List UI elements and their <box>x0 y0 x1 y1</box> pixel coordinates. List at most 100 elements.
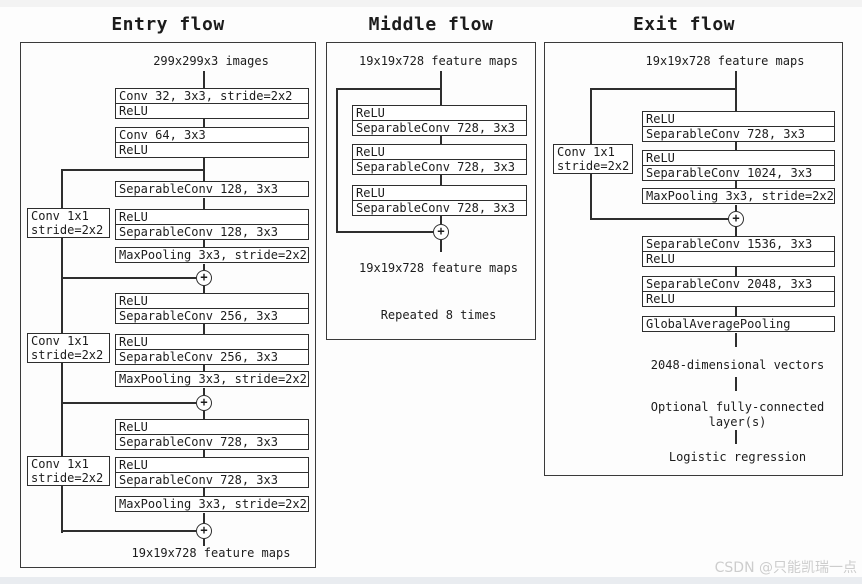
skip-merge-line <box>61 402 196 404</box>
skip-conv-box-1: Conv 1x1 stride=2x2 <box>27 208 110 238</box>
layer-box-maxpool-3: MaxPooling 3x3, stride=2x2 <box>115 496 309 512</box>
connector-line <box>735 142 737 150</box>
connector-line <box>735 205 737 211</box>
connector-line <box>203 198 205 209</box>
entry-flow-title: Entry flow <box>111 14 225 35</box>
middle-flow-title: Middle flow <box>368 14 494 35</box>
exit-fc-label-line2: layer(s) <box>708 415 767 429</box>
layer-box-mid-sepconv728-3: ReLU SeparableConv 728, 3x3 <box>352 185 527 216</box>
connector-line <box>203 286 205 293</box>
connector-line <box>203 324 205 334</box>
bottom-edge-strip <box>0 577 862 584</box>
layer-label: Conv 1x1 <box>31 334 89 348</box>
layer-box-maxpool-2: MaxPooling 3x3, stride=2x2 <box>115 371 309 387</box>
layer-label: stride=2x2 <box>31 223 104 237</box>
skip-conv-box-3: Conv 1x1 stride=2x2 <box>27 456 110 486</box>
layer-label: ReLU <box>116 103 308 118</box>
plus-glyph: + <box>437 224 445 238</box>
connector-line <box>735 333 737 347</box>
entry-flow-panel <box>20 42 316 568</box>
layer-box-exit-maxpool: MaxPooling 3x3, stride=2x2 <box>642 188 835 204</box>
skip-branch-line <box>336 88 338 233</box>
layer-label: MaxPooling 3x3, stride=2x2 <box>646 189 834 203</box>
layer-box-sepconv256-a: ReLU SeparableConv 256, 3x3 <box>115 293 309 324</box>
add-merge-icon: + <box>196 523 212 539</box>
connector-line <box>203 264 205 270</box>
connector-line <box>440 175 442 185</box>
connector-line <box>203 513 205 523</box>
middle-input-label: 19x19x728 feature maps <box>359 54 518 68</box>
skip-branch-line <box>590 88 737 90</box>
layer-box-exit-gap: GlobalAveragePooling <box>642 316 835 332</box>
layer-label: ReLU <box>646 151 675 165</box>
layer-label: stride=2x2 <box>31 471 104 485</box>
layer-box-exit-sepconv2048: SeparableConv 2048, 3x3 ReLU <box>642 276 835 307</box>
middle-flow-panel <box>326 42 536 340</box>
layer-label: Conv 1x1 <box>557 145 615 159</box>
layer-label: SeparableConv 728, 3x3 <box>353 159 526 174</box>
connector-line <box>203 71 205 88</box>
layer-box-sepconv728-b: ReLU SeparableConv 728, 3x3 <box>115 457 309 488</box>
connector-line <box>203 119 205 127</box>
plus-glyph: + <box>200 270 208 284</box>
layer-label: ReLU <box>356 145 385 159</box>
skip-branch-line <box>62 169 205 171</box>
middle-repeat-note: Repeated 8 times <box>380 308 497 322</box>
skip-merge-line <box>336 231 433 233</box>
layer-label: ReLU <box>356 186 385 200</box>
layer-label: ReLU <box>643 291 834 306</box>
connector-line <box>203 488 205 496</box>
layer-label: ReLU <box>119 294 148 308</box>
layer-box-sepconv728-a: ReLU SeparableConv 728, 3x3 <box>115 419 309 450</box>
layer-label: Conv 1x1 <box>31 209 89 223</box>
layer-label: SeparableConv 2048, 3x3 <box>646 277 813 291</box>
layer-label: ReLU <box>356 106 385 120</box>
layer-label: SeparableConv 728, 3x3 <box>116 434 308 449</box>
skip-merge-line <box>61 530 196 532</box>
layer-label: ReLU <box>119 420 148 434</box>
entry-output-label: 19x19x728 feature maps <box>131 546 291 560</box>
plus-glyph: + <box>200 523 208 537</box>
connector-line <box>735 181 737 188</box>
layer-box-exit-sepconv728: ReLU SeparableConv 728, 3x3 <box>642 111 835 142</box>
layer-box-sepconv256-b: ReLU SeparableConv 256, 3x3 <box>115 334 309 365</box>
layer-label: SeparableConv 1536, 3x3 <box>646 237 813 251</box>
connector-line <box>440 216 442 224</box>
layer-label: MaxPooling 3x3, stride=2x2 <box>119 372 307 386</box>
connector-line <box>735 307 737 316</box>
layer-label: Conv 1x1 <box>31 457 89 471</box>
entry-input-label: 299x299x3 images <box>153 54 269 68</box>
connector-line <box>735 267 737 276</box>
layer-label: SeparableConv 128, 3x3 <box>116 224 308 239</box>
skip-branch-line <box>336 88 442 90</box>
connector-line <box>735 377 737 391</box>
layer-label: SeparableConv 1024, 3x3 <box>643 165 834 180</box>
connector-line <box>440 136 442 144</box>
add-merge-icon: + <box>728 211 744 227</box>
csdn-watermark: CSDN @只能凯瑞一点 <box>714 560 857 576</box>
exit-fc-label-line1: Optional fully-connected <box>650 400 825 414</box>
layer-label: ReLU <box>119 335 148 349</box>
add-merge-icon: + <box>196 395 212 411</box>
connector-line <box>440 240 442 252</box>
exit-flow-panel <box>544 42 843 476</box>
layer-label: ReLU <box>643 251 834 266</box>
connector-line <box>203 365 205 371</box>
layer-label: SeparableConv 256, 3x3 <box>116 308 308 323</box>
skip-conv-box-exit: Conv 1x1 stride=2x2 <box>553 144 633 174</box>
layer-box-mid-sepconv728-2: ReLU SeparableConv 728, 3x3 <box>352 144 527 175</box>
layer-label: Conv 32, 3x3, stride=2x2 <box>119 89 293 103</box>
layer-box-exit-sepconv1536: SeparableConv 1536, 3x3 ReLU <box>642 236 835 267</box>
connector-line <box>203 450 205 457</box>
layer-label: SeparableConv 256, 3x3 <box>116 349 308 364</box>
connector-line <box>203 411 205 419</box>
layer-box-conv32: Conv 32, 3x3, stride=2x2 ReLU <box>115 88 309 119</box>
layer-label: SeparableConv 728, 3x3 <box>643 126 834 141</box>
layer-box-mid-sepconv728-1: ReLU SeparableConv 728, 3x3 <box>352 105 527 136</box>
layer-box-sepconv128-a: SeparableConv 128, 3x3 <box>115 181 309 197</box>
layer-label: SeparableConv 128, 3x3 <box>119 182 278 196</box>
exit-vectors-label: 2048-dimensional vectors <box>650 358 825 372</box>
layer-label: GlobalAveragePooling <box>646 317 791 331</box>
layer-label: Conv 64, 3x3 <box>119 128 206 142</box>
